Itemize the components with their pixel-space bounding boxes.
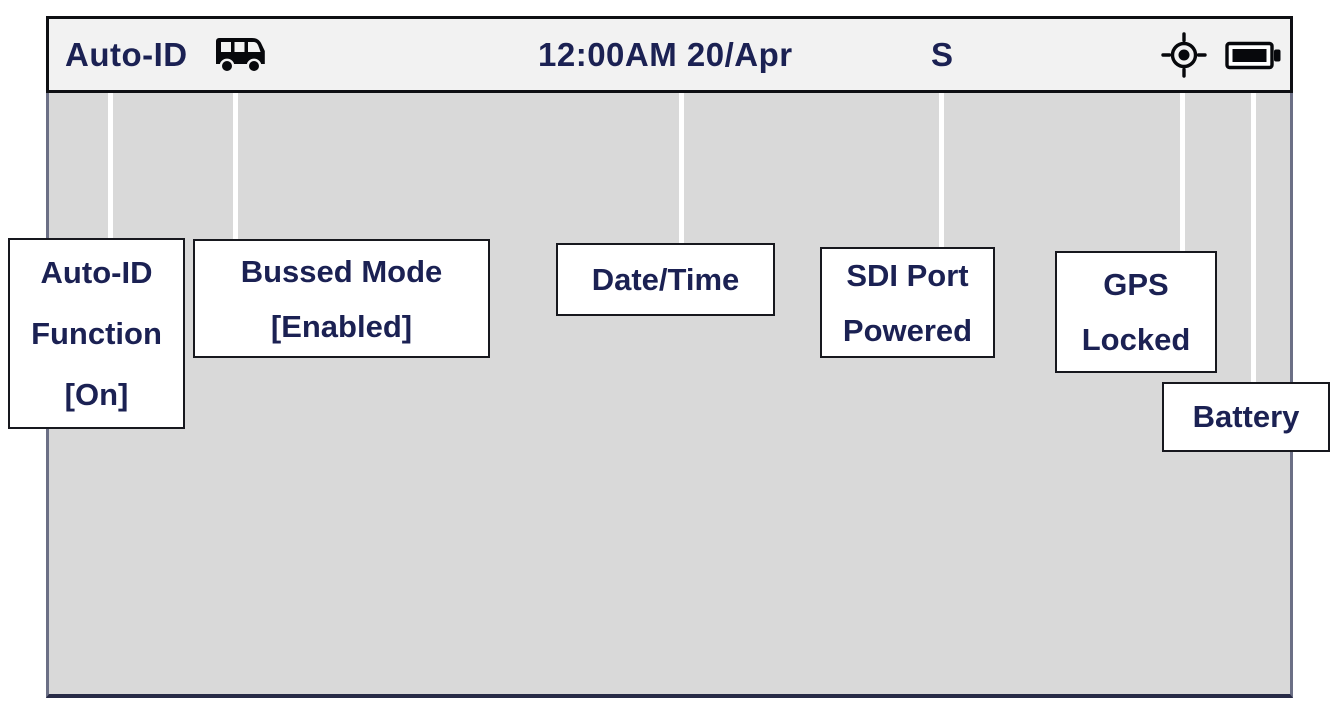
callout-date-time: Date/Time — [556, 243, 775, 316]
leader-line-gps — [1180, 93, 1185, 251]
callout-battery: Battery — [1162, 382, 1330, 452]
sdi-indicator: S — [931, 35, 954, 73]
leader-line-date-time — [679, 93, 684, 243]
leader-line-sdi-port — [939, 93, 944, 247]
leader-line-bussed-mode — [233, 93, 238, 239]
callout-text: SDI Port — [846, 257, 969, 293]
battery-full-icon — [1224, 35, 1284, 75]
callout-gps-locked: GPS Locked — [1055, 251, 1217, 373]
callout-bussed-mode: Bussed Mode [Enabled] — [193, 239, 490, 358]
leader-line-battery — [1251, 93, 1256, 382]
callout-text: Locked — [1081, 322, 1191, 357]
callout-text: Date/Time — [591, 261, 740, 297]
leader-line-auto-id — [108, 93, 113, 238]
device-screen-area — [46, 93, 1293, 698]
callout-text: Battery — [1192, 399, 1300, 434]
callout-text: Function — [31, 316, 162, 351]
callout-text: Auto-ID — [40, 255, 153, 290]
callout-text: [On] — [64, 377, 129, 412]
callout-text: [Enabled] — [270, 308, 413, 344]
callout-auto-id-function: Auto-ID Function [On] — [8, 238, 185, 429]
datetime-text: 12:00AM 20/Apr — [538, 35, 793, 73]
bus-icon — [214, 35, 266, 75]
status-bar: Auto-ID 12:00AM 20/Apr S — [46, 16, 1293, 93]
callout-sdi-port: SDI Port Powered — [820, 247, 995, 358]
callout-text: GPS — [1103, 267, 1169, 302]
auto-id-label: Auto-ID — [65, 35, 188, 73]
callout-text: Powered — [842, 312, 973, 348]
callout-text: Bussed Mode — [240, 253, 443, 289]
gps-target-icon — [1161, 31, 1207, 78]
